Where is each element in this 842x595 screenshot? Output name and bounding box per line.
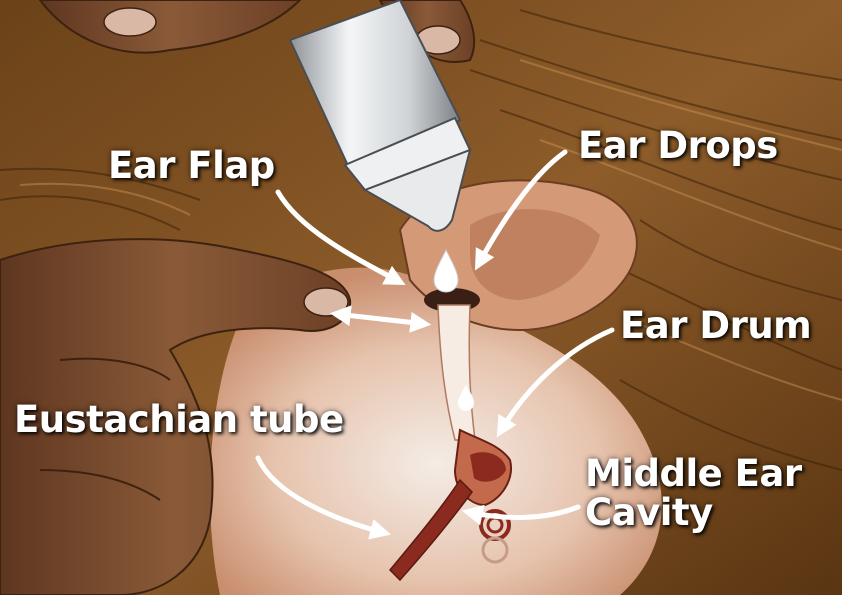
fur-strands (0, 9, 842, 471)
middle-ear-cavity-label: Middle Ear Cavity (585, 452, 802, 534)
ear-inner-shading (470, 208, 600, 300)
middle-ear-structures (388, 428, 512, 582)
arrows (255, 149, 615, 540)
ear-drum-label: Ear Drum (620, 304, 812, 347)
middle-ear-arrow (461, 504, 581, 526)
dropper-bottle (288, 0, 472, 232)
ear-drops-arrow (474, 149, 568, 271)
ear-flap-arrow (275, 189, 406, 285)
ear-flap-label: Ear Flap (108, 144, 275, 187)
eustachian-tube-label: Eustachian tube (14, 398, 344, 441)
ear-drop-canal (458, 385, 474, 411)
ear-flap-double-arrow (329, 305, 432, 333)
ear-drop (433, 248, 459, 293)
ear-drops-label: Ear Drops (578, 124, 778, 167)
middle-ear-label-line2: Cavity (585, 490, 713, 534)
middle-ear-label-line1: Middle Ear (585, 452, 802, 495)
ear-drum-arrow (496, 327, 615, 438)
eustachian-tube-arrow (255, 455, 392, 540)
fur-highlights (19, 59, 842, 401)
